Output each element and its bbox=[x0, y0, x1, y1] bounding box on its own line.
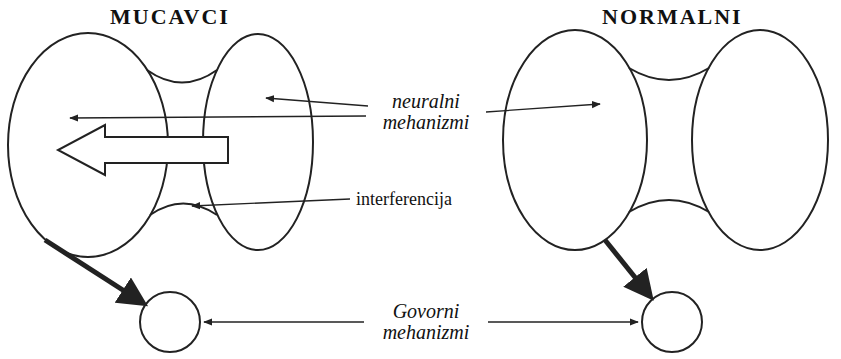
leader-line bbox=[266, 98, 368, 106]
bridge-bottom bbox=[629, 200, 709, 212]
speech-circle bbox=[642, 292, 702, 352]
callout-label: interferencija bbox=[354, 189, 454, 210]
right-hemisphere bbox=[692, 30, 828, 250]
thick-arrow bbox=[605, 240, 650, 296]
speech-circle bbox=[140, 292, 200, 352]
leader-line bbox=[204, 321, 364, 322]
callout-label: Govorni mehanizmi bbox=[368, 301, 484, 343]
leader-line bbox=[486, 104, 600, 112]
callout-label: neuralni mehanizmi bbox=[368, 91, 484, 133]
leader-line bbox=[488, 321, 638, 322]
group-heading: NORMALNI bbox=[602, 4, 743, 30]
group-heading: MUCAVCI bbox=[110, 4, 230, 30]
left-hemisphere bbox=[503, 30, 647, 250]
thick-arrow bbox=[45, 240, 143, 303]
leader-line bbox=[192, 199, 350, 206]
leader-line bbox=[70, 116, 366, 118]
bridge-top bbox=[147, 70, 217, 83]
hollow-arrow bbox=[58, 125, 228, 175]
bridge-top bbox=[629, 68, 709, 80]
